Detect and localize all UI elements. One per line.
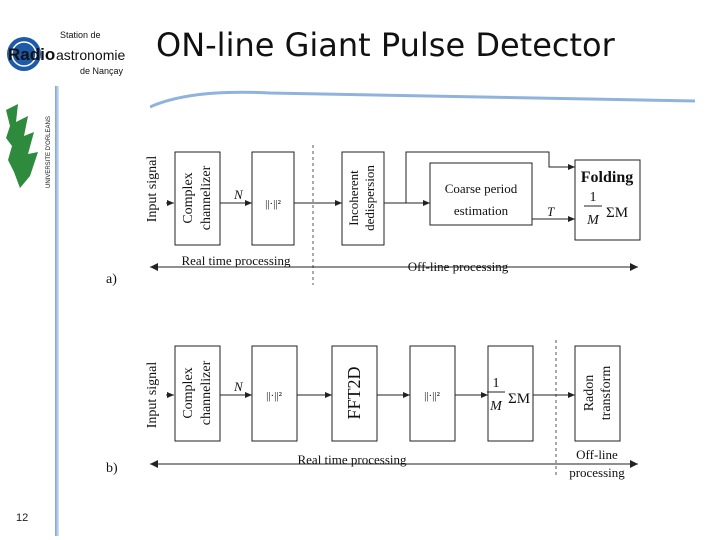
- logo-ring: [11, 41, 37, 67]
- a-t-label: T: [547, 204, 555, 219]
- page-number: 12: [16, 512, 29, 524]
- a-input-label: Input signal: [145, 156, 160, 223]
- b-averaging-block: [487, 345, 534, 442]
- a-norm-label: ||·||²: [265, 198, 281, 210]
- b-norm2-block: [409, 345, 456, 442]
- a-bypass-arrow: [405, 151, 575, 203]
- a-sum: ΣM: [606, 205, 628, 221]
- b-frac-den: M: [489, 399, 503, 414]
- diagram-b: Input signal Complex channelizer N ||·||…: [106, 340, 638, 480]
- a-norm-block: [251, 151, 295, 246]
- header-rule: [150, 90, 695, 109]
- a-channelizer-line1: Complex: [181, 172, 196, 223]
- a-dedispersion-line1: Incoherent: [346, 170, 361, 226]
- a-dedispersion-block: [341, 151, 385, 246]
- university-emblem: [6, 104, 38, 188]
- b-timeline-end: [630, 460, 638, 468]
- a-timeline-start: [150, 263, 158, 271]
- a-folding-label: Folding: [581, 169, 633, 186]
- left-accent-bar: [55, 86, 59, 536]
- a-coarse-line2: estimation: [454, 203, 509, 218]
- b-fft-block: [331, 345, 378, 442]
- a-frac-num: 1: [590, 190, 597, 205]
- logo-astro: astronomie: [56, 47, 125, 63]
- a-offline-label: Off-line processing: [408, 259, 509, 274]
- a-n-label: N: [233, 187, 244, 202]
- university-logo: UNIVERSITE D'ORLEANS: [6, 104, 52, 188]
- logo-line3: de Nançay: [80, 66, 124, 76]
- b-norm2-label: ||·||²: [424, 390, 440, 402]
- b-timeline-start: [150, 460, 158, 468]
- b-realtime-label: Real time processing: [297, 452, 407, 467]
- diagram-a: Input signal Complex channelizer N ||·||…: [106, 145, 641, 287]
- b-norm1-block: [251, 345, 298, 442]
- b-n-label: N: [233, 379, 244, 394]
- b-norm1-label: ||·||²: [266, 390, 282, 402]
- radioastronomie-logo: Station de Radio astronomie de Nançay: [7, 30, 125, 76]
- a-coarse-line1: Coarse period: [445, 181, 518, 196]
- a-label: a): [106, 272, 117, 287]
- logo-radio: Radio: [8, 45, 55, 64]
- b-radon-line2: transform: [599, 366, 614, 421]
- a-channelizer-line2: channelizer: [199, 165, 214, 230]
- a-realtime-label: Real time processing: [181, 253, 291, 268]
- page-title: ON-line Giant Pulse Detector: [156, 26, 615, 64]
- logo-line1: Station de: [60, 30, 101, 40]
- b-frac-num: 1: [493, 376, 500, 391]
- pipeline-diagram: Input signal Complex channelizer N ||·||…: [106, 145, 641, 480]
- b-offline-line2: processing: [569, 465, 625, 480]
- a-folding-block: [574, 159, 641, 241]
- university-label: UNIVERSITE D'ORLEANS: [46, 116, 52, 188]
- b-offline-line1: Off-line: [576, 447, 618, 462]
- b-channelizer-line1: Complex: [181, 367, 196, 418]
- b-input-label: Input signal: [145, 362, 160, 429]
- b-fft-label: FFT2D: [344, 366, 364, 419]
- b-sum: ΣM: [508, 391, 530, 407]
- a-dedispersion-line2: dedispersion: [362, 165, 377, 231]
- b-channelizer-block: [174, 345, 221, 442]
- b-label: b): [106, 461, 118, 476]
- b-radon-block: [574, 345, 621, 442]
- a-frac-den: M: [586, 213, 600, 228]
- a-coarse-block: [429, 162, 533, 226]
- a-timeline-end: [630, 263, 638, 271]
- a-channelizer-block: [174, 151, 221, 246]
- b-radon-line1: Radon: [582, 375, 597, 412]
- b-channelizer-line2: channelizer: [199, 360, 214, 425]
